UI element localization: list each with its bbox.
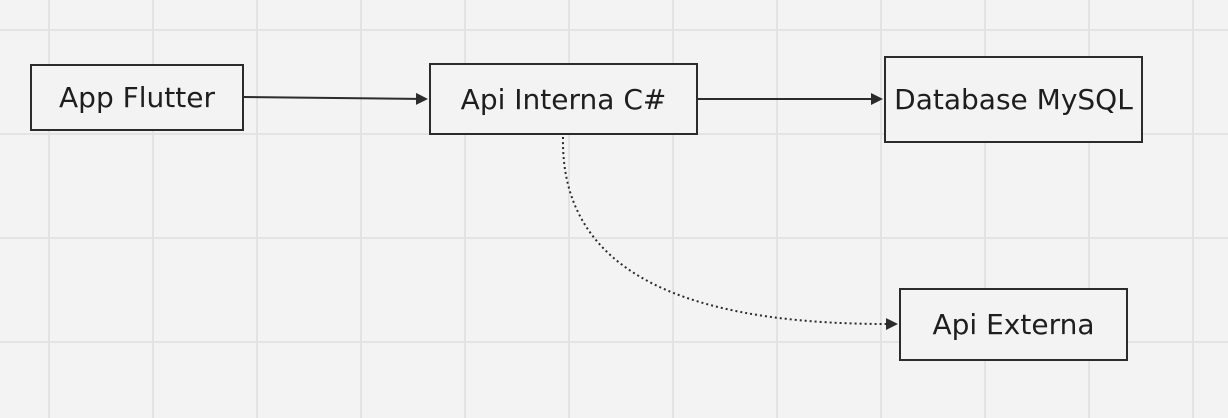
node-api-externa-label: Api Externa	[932, 308, 1095, 341]
edge-api-to-ext	[561, 136, 898, 331]
node-api-externa[interactable]: Api Externa	[899, 288, 1128, 361]
edge-app-to-api	[243, 92, 428, 105]
node-database-mysql[interactable]: Database MySQL	[884, 56, 1143, 143]
node-api-interna[interactable]: Api Interna C#	[429, 63, 698, 135]
node-app-flutter[interactable]: App Flutter	[30, 64, 244, 131]
node-app-flutter-label: App Flutter	[59, 81, 215, 114]
node-api-interna-label: Api Interna C#	[460, 82, 667, 116]
node-database-mysql-label: Database MySQL	[894, 83, 1133, 116]
